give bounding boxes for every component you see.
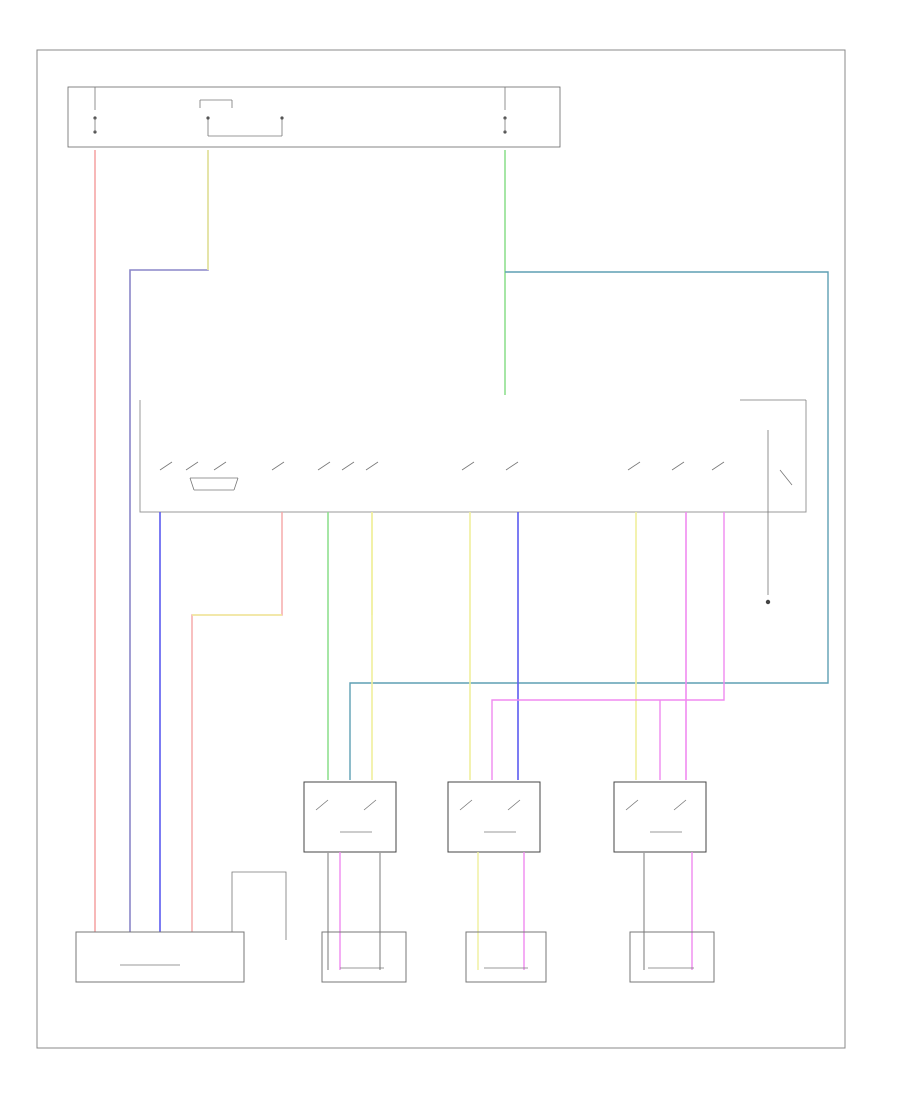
diagram-border xyxy=(36,49,846,1049)
feed-wires xyxy=(94,150,829,932)
fuse-panel xyxy=(67,86,561,148)
motor-right-front xyxy=(321,931,407,983)
motor-wires xyxy=(231,852,693,970)
sub-switch-left-rear xyxy=(447,781,541,853)
motor-left-front xyxy=(75,931,245,983)
branch-wires xyxy=(159,512,771,932)
motor-right-rear xyxy=(629,931,715,983)
wire-teal-loop xyxy=(349,271,829,780)
sub-switch-passenger xyxy=(303,781,397,853)
sub-switch-right-rear xyxy=(613,781,707,853)
wire-yellow-feed xyxy=(129,150,209,932)
master-switch-panel xyxy=(139,399,807,513)
motor-left-rear xyxy=(465,931,547,983)
